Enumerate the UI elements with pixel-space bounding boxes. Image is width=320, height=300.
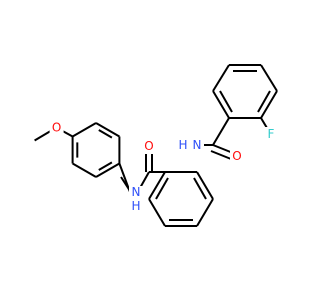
atom-bg (129, 186, 143, 212)
atom-hydrogen-top: H (178, 138, 187, 152)
double-bond-c-o (210, 150, 232, 160)
atom-bg (176, 136, 204, 152)
bond (196, 198, 214, 227)
bond (95, 162, 120, 178)
bond-o-methyl (34, 130, 52, 142)
double-bond-c-o (212, 144, 234, 154)
molecule-structure: F O H N O N H O (34, 64, 278, 227)
double-bond-inner (257, 90, 271, 113)
structure-canvas: F O H N O N H O (34, 64, 278, 227)
central-phenyl-ring (148, 171, 214, 227)
atom-oxygen-mid: O (144, 139, 153, 153)
bond (95, 122, 120, 138)
bond (212, 90, 230, 119)
double-bond-inner (98, 129, 113, 139)
double-bond-inner (193, 177, 207, 200)
atom-bg (230, 149, 244, 163)
double-bond-inner (155, 177, 169, 200)
bond (196, 171, 214, 200)
fluorophenyl-ring (212, 64, 278, 119)
bond (212, 64, 230, 92)
atom-oxygen-top: O (232, 149, 241, 163)
bond (260, 64, 278, 92)
bond (148, 198, 166, 227)
atom-fluorine: F (268, 127, 275, 141)
atom-nitrogen-mid: N (132, 185, 141, 199)
bond-c-o-methoxy (62, 130, 74, 138)
atom-oxygen-methoxy: O (52, 121, 61, 135)
bond (72, 122, 97, 138)
bond (72, 162, 97, 178)
atom-bg (264, 127, 278, 141)
bond-c-n (139, 171, 150, 189)
atom-hydrogen-mid: H (131, 199, 140, 213)
double-bond-inner (219, 90, 233, 113)
double-bond-inner (98, 161, 113, 171)
atom-labels: F O H N O N H O (49, 120, 278, 213)
bond (148, 171, 166, 200)
atom-bg (142, 139, 156, 153)
atom-bg (49, 120, 64, 135)
bond (260, 90, 278, 119)
atom-nitrogen-top: N (193, 138, 202, 152)
methoxyphenyl-ring (71, 122, 121, 178)
bond (212, 117, 230, 146)
